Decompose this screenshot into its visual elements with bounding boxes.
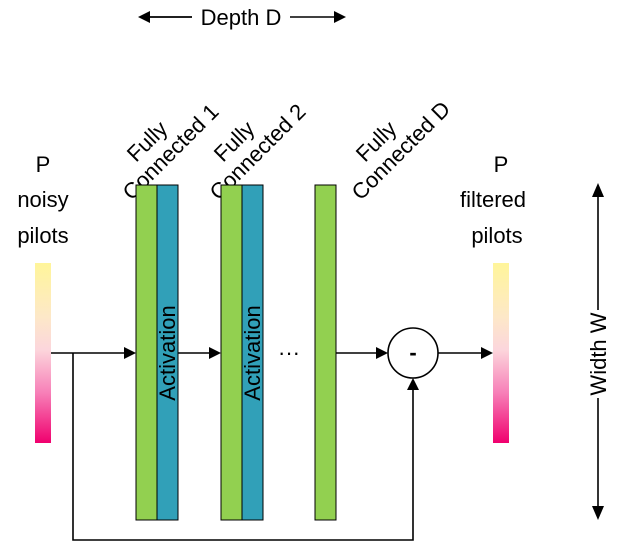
ellipsis: ··· xyxy=(278,340,300,365)
svg-text:pilots: pilots xyxy=(17,223,68,248)
arrow-left-icon xyxy=(138,11,150,23)
fcd-label: Fully Connected D xyxy=(347,96,455,204)
arrow-down-icon xyxy=(592,506,604,520)
arrow-right-icon xyxy=(334,11,346,23)
activation1-label: Activation xyxy=(155,305,180,400)
arrow-head-icon xyxy=(376,347,388,359)
depth-label: Depth D xyxy=(201,5,282,30)
activation2-label: Activation xyxy=(240,305,265,400)
activation2-layer xyxy=(241,184,264,521)
svg-text:filtered: filtered xyxy=(460,187,526,212)
fc2-layer xyxy=(220,184,243,521)
noisy-pilots-vector xyxy=(35,263,51,443)
arrow-up-icon xyxy=(592,183,604,197)
width-label: Width W xyxy=(586,312,611,395)
minus-symbol: - xyxy=(409,340,416,365)
svg-text:P: P xyxy=(36,152,51,177)
width-indicator: Width W xyxy=(586,183,611,520)
skip-connection xyxy=(72,353,414,541)
arrow-head-icon xyxy=(481,347,493,359)
fcd-layer xyxy=(314,184,337,521)
output-label: P filtered pilots xyxy=(460,152,526,248)
svg-text:noisy: noisy xyxy=(17,187,68,212)
svg-text:P: P xyxy=(494,152,509,177)
svg-text:pilots: pilots xyxy=(471,223,522,248)
arrow-up-icon xyxy=(407,378,419,390)
filtered-pilots-vector xyxy=(493,263,509,443)
fc1-layer xyxy=(135,184,158,521)
input-label: P noisy pilots xyxy=(17,152,68,248)
arrow-head-icon xyxy=(209,347,221,359)
arrow-head-icon xyxy=(124,347,136,359)
depth-indicator: Depth D xyxy=(138,5,346,30)
